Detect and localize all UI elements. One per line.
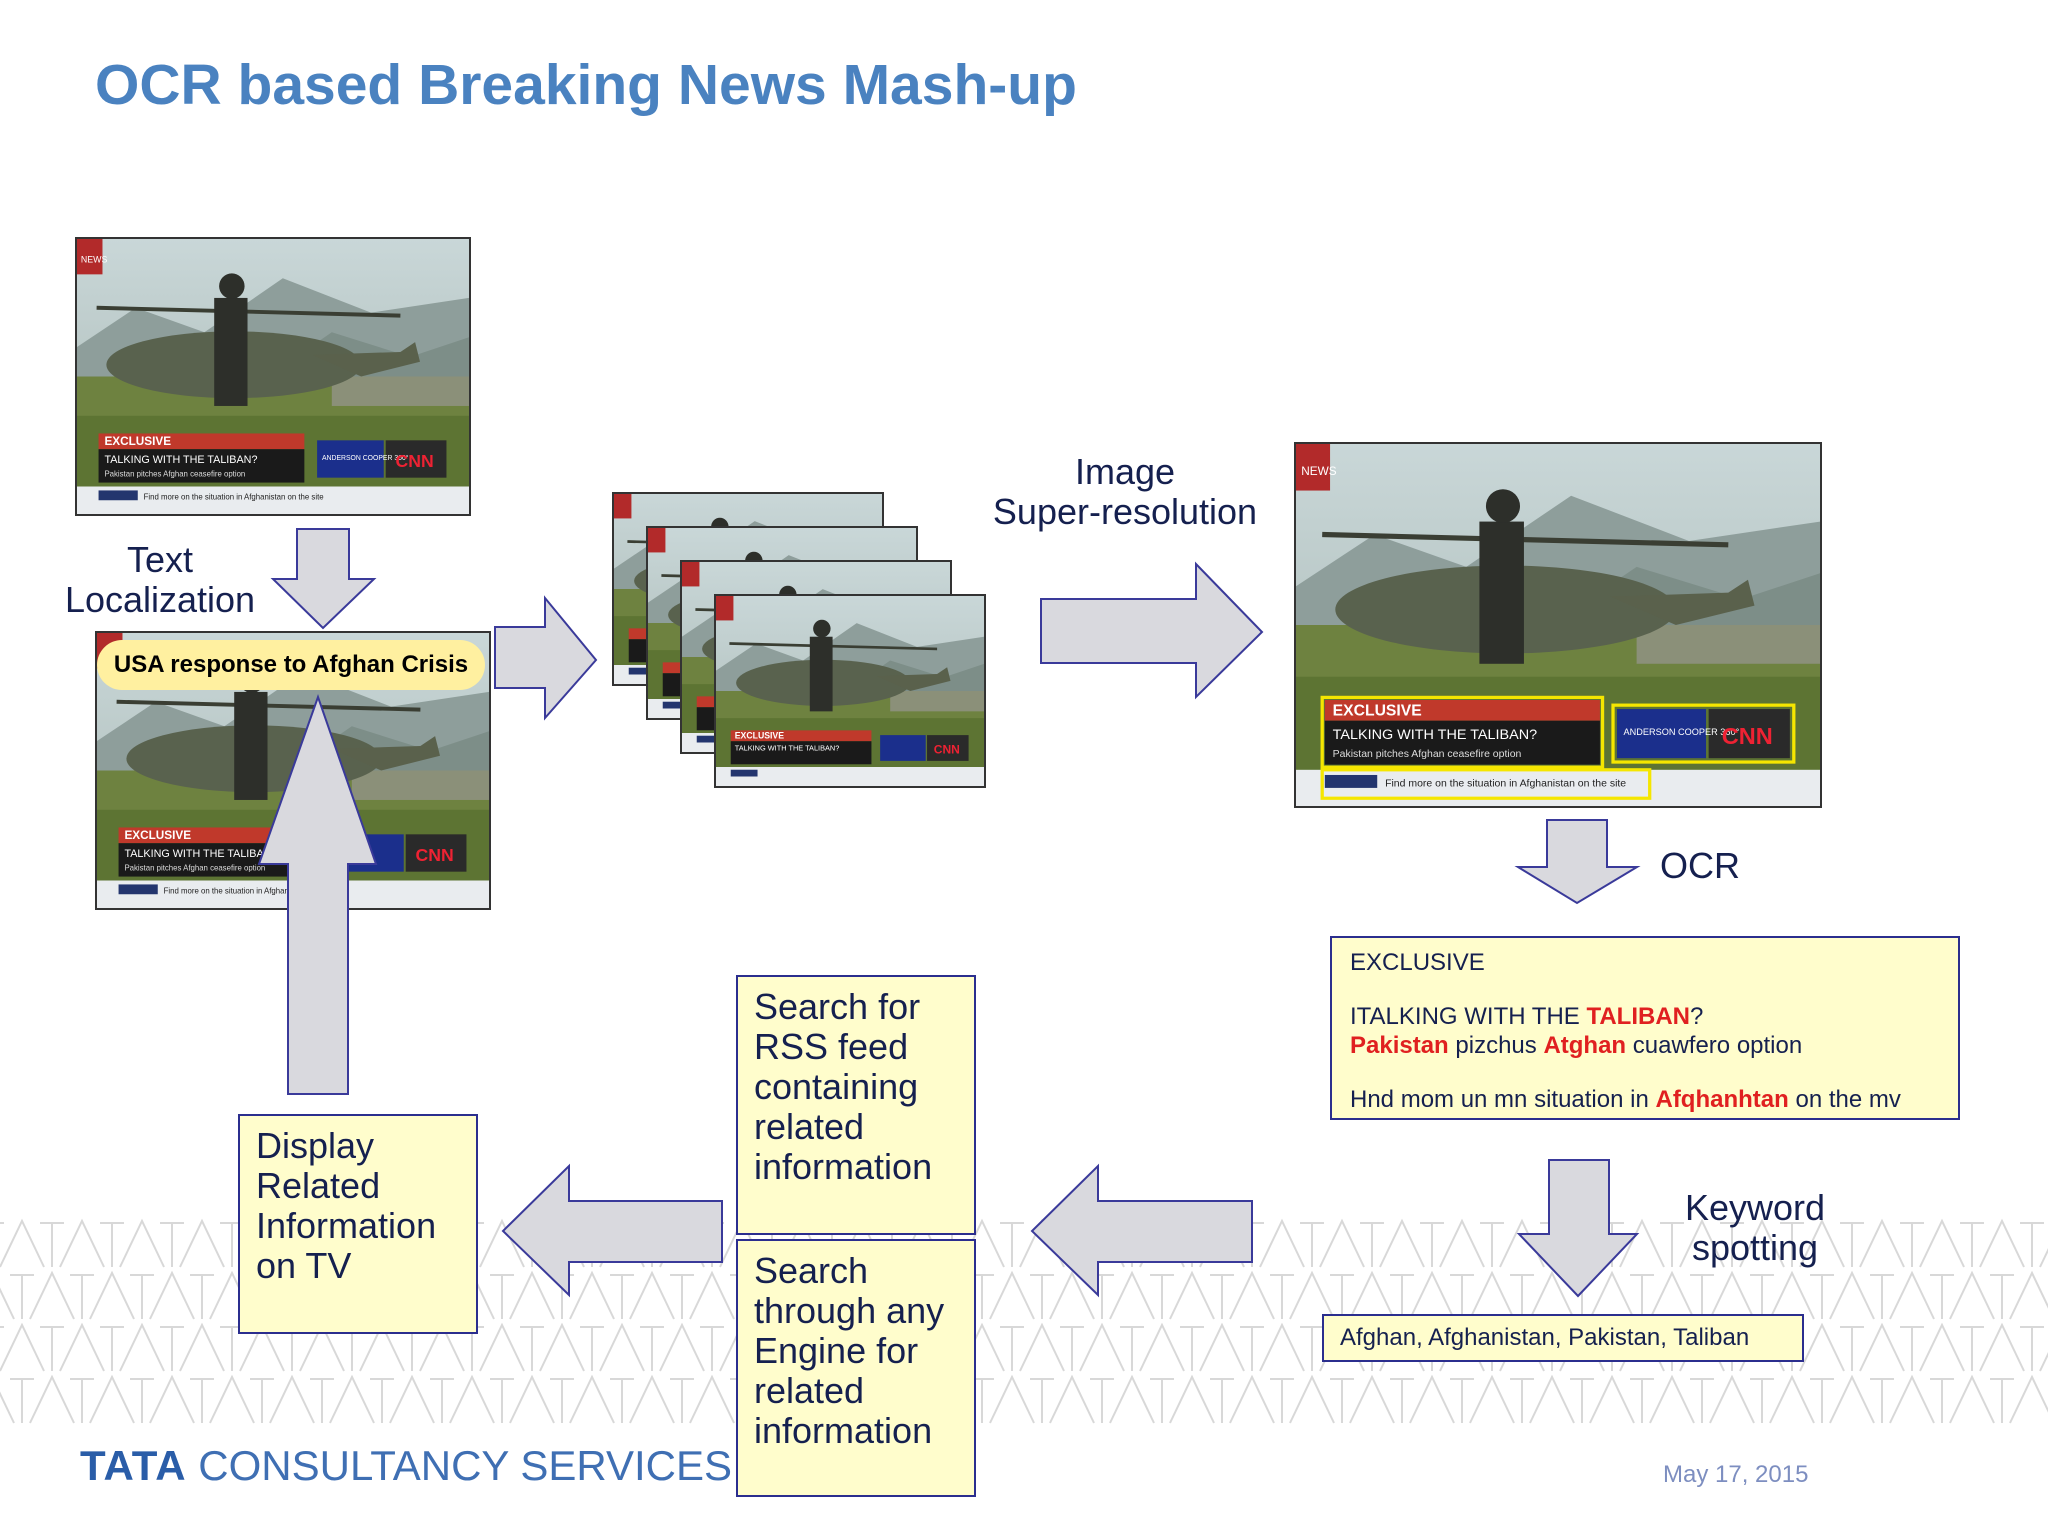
keywords-box: Afghan, Afghanistan, Pakistan, Taliban (1322, 1314, 1804, 1362)
frame-exclusive: EXCLUSIVE (124, 829, 191, 842)
video-frame-super-resolved: NEWS EXCLUSIVE TALKING WITH THE TALIBAN?… (1294, 442, 1822, 808)
frame-subline: Pakistan pitches Afghan ceasefire option (104, 470, 245, 479)
ocr-line-2: ITALKING WITH THE TALIBAN? (1350, 1003, 1704, 1030)
frame-logo: NEWS (81, 255, 108, 265)
video-frame-localized: EXCLUSIVE TALKING WITH THE TALIBAN? Paki… (95, 631, 491, 910)
arrow-down-localization (270, 528, 377, 630)
arrow-down-ocr (1514, 819, 1641, 905)
frame-network: CNN (396, 451, 434, 471)
tcs-logo: TATA CONSULTANCY SERVICES (80, 1442, 732, 1489)
frame-logo: NEWS (1301, 465, 1337, 478)
frame-exclusive: EXCLUSIVE (1333, 703, 1422, 720)
arrow-right-super-resolution (1040, 561, 1264, 700)
frame-ticker: Find more on the situation in Afghanista… (1385, 779, 1626, 790)
video-frame-stack-4: EXCLUSIVE TALKING WITH THE TALIBAN? CNN (714, 594, 986, 788)
video-frame-original: NEWS EXCLUSIVE TALKING WITH THE TALIBAN?… (75, 237, 471, 516)
frame-headline: TALKING WITH THE TALIBAN? (735, 744, 840, 753)
frame-subline: Pakistan pitches Afghan ceasefire option (1333, 749, 1522, 760)
frame-network: CNN (416, 845, 454, 865)
page-title: OCR based Breaking News Mash-up (95, 53, 1077, 117)
frame-ticker: Find more on the situation in Afghanista… (144, 492, 324, 501)
arrow-right-to-stack (494, 595, 598, 721)
ocr-output-box: EXCLUSIVE ITALKING WITH THE TALIBAN? Pak… (1330, 936, 1960, 1120)
frame-ticker: Find more on the situation in Afghanista… (164, 886, 344, 895)
ocr-line-3: Pakistan pizchus Atghan cuawfero option (1350, 1032, 1803, 1059)
slide-date: May 17, 2015 (1663, 1461, 1809, 1488)
frame-exclusive: EXCLUSIVE (104, 435, 171, 448)
ocr-line-1: EXCLUSIVE (1350, 949, 1485, 976)
frame-network: CNN (934, 742, 960, 756)
frame-headline: TALKING WITH THE TALIBAN? (104, 454, 257, 466)
frame-show: ANDERSON COOPER 360° (322, 454, 409, 462)
frame-subline: Pakistan pitches Afghan ceasefire option (124, 864, 265, 873)
frame-headline: TALKING WITH THE TALIBAN? (1333, 727, 1537, 743)
label-ocr: OCR (1660, 845, 1740, 886)
highlight-bubble: USA response to Afghan Crisis (97, 640, 485, 690)
frame-exclusive: EXCLUSIVE (735, 730, 784, 740)
frame-network: CNN (1722, 723, 1773, 749)
frame-headline: TALKING WITH THE TALIBAN? (124, 848, 277, 860)
frame-show: ANDERSON COOPER 360° (1624, 727, 1740, 737)
ocr-line-4: Hnd mom un mn situation in Afqhanhtan on… (1350, 1086, 1901, 1113)
